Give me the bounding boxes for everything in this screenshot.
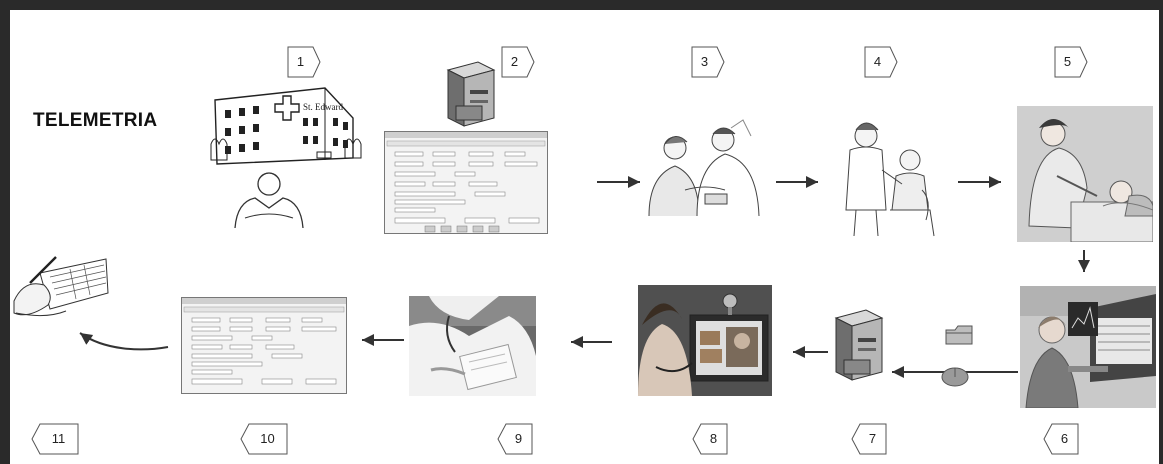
- step-badge-5: 5: [1054, 46, 1088, 78]
- step-number-4: 4: [873, 54, 882, 69]
- step-badge-4: 4: [864, 46, 898, 78]
- arrow-10-11: [79, 332, 169, 351]
- step-number-10: 10: [260, 431, 275, 446]
- hospital-doctor-icon: St. Edward: [205, 78, 375, 233]
- step-number-9: 9: [514, 431, 523, 446]
- nurse-blood-pressure-icon: [830, 110, 940, 240]
- consultation-icon: [635, 110, 773, 220]
- step-number-5: 5: [1063, 54, 1072, 69]
- step-number-7: 7: [868, 431, 877, 446]
- step-badge-10: 10: [240, 423, 288, 455]
- step-number-8: 8: [709, 431, 718, 446]
- writing-prescription-icon: [10, 253, 110, 328]
- step-number-11: 11: [51, 431, 66, 446]
- step-badge-7: 7: [851, 423, 887, 455]
- diagram-title: TELEMETRIA: [33, 110, 158, 131]
- step-badge-9: 9: [497, 423, 533, 455]
- step-badge-11: 11: [31, 423, 79, 455]
- video-call-icon: [638, 285, 772, 396]
- monitoring-station-icon: [1020, 286, 1156, 408]
- step-number-1: 1: [296, 54, 305, 69]
- doctor-reading-report-icon: [409, 296, 536, 396]
- svg-text:St. Edward: St. Edward: [303, 102, 343, 112]
- server-transmission-icon: [828, 308, 888, 386]
- step-badge-2: 2: [501, 46, 535, 78]
- mouse-icon: [940, 364, 970, 388]
- step-badge-3: 3: [691, 46, 725, 78]
- step-number-2: 2: [510, 54, 519, 69]
- software-report-icon: [181, 297, 347, 394]
- step-number-6: 6: [1060, 431, 1069, 446]
- folder-icon: [945, 324, 973, 346]
- server-software-icon: [440, 60, 500, 130]
- bedside-care-icon: [1017, 106, 1153, 242]
- step-badge-8: 8: [692, 423, 728, 455]
- software-window-screenshot: [384, 131, 548, 234]
- step-badge-6: 6: [1043, 423, 1079, 455]
- step-badge-1: 1: [287, 46, 321, 78]
- step-number-3: 3: [700, 54, 709, 69]
